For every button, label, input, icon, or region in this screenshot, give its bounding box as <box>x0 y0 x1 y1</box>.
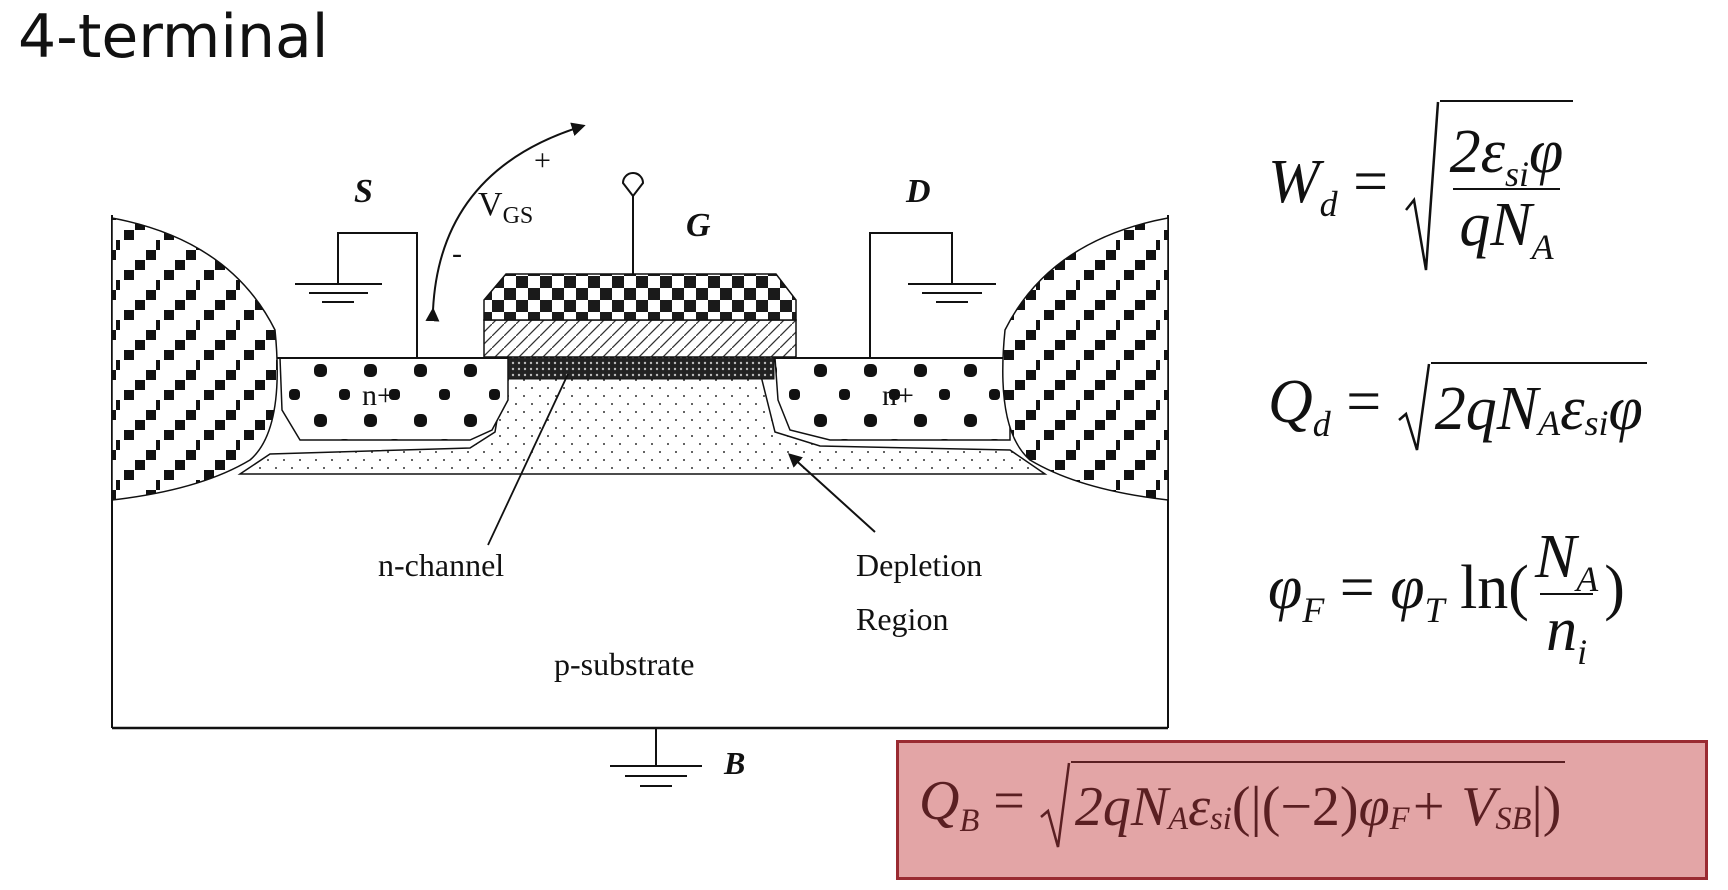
body-label: B <box>723 745 745 781</box>
substrate-label: p-substrate <box>554 646 694 682</box>
square-root-icon <box>1397 363 1430 451</box>
page-title: 4-terminal <box>18 2 329 72</box>
vgs-minus-label: - <box>452 237 462 270</box>
fermi-potential-equation: φF = φT ln( NA ni ) <box>1268 523 1625 672</box>
vgs-plus-label: + <box>534 144 551 177</box>
depletion-callout-line <box>787 453 876 533</box>
body-terminal <box>610 728 702 787</box>
drain-terminal <box>869 232 996 358</box>
nmos-cross-section-diagram: S G D B VGS + - n+ n+ n-channel Depletio… <box>111 122 1169 787</box>
gate-oxide <box>507 356 775 380</box>
gate-label: G <box>686 207 711 244</box>
drain-doping-label: n+ <box>882 379 914 412</box>
square-root-icon <box>1040 762 1071 848</box>
depletion-label-line2: Region <box>856 601 948 637</box>
channel-callout-line <box>487 373 569 546</box>
drain-label: D <box>905 173 931 210</box>
field-oxide-left <box>111 217 278 501</box>
square-root-icon <box>1404 101 1439 271</box>
vgs-arrow <box>425 122 586 322</box>
source-n-plus-region <box>279 357 509 441</box>
gate-terminal <box>621 172 645 274</box>
vgs-label: VGS <box>478 186 533 229</box>
depletion-width-equation: Wd = 2εsiφ qNA <box>1268 100 1574 276</box>
source-terminal <box>295 232 418 358</box>
channel-label: n-channel <box>378 547 504 583</box>
depletion-label-line1: Depletion <box>856 547 982 583</box>
polysilicon-gate <box>483 273 797 321</box>
source-doping-label: n+ <box>362 379 394 412</box>
field-oxide-right <box>1002 217 1169 501</box>
gate-dielectric-layer <box>483 319 797 358</box>
source-label: S <box>354 173 373 210</box>
